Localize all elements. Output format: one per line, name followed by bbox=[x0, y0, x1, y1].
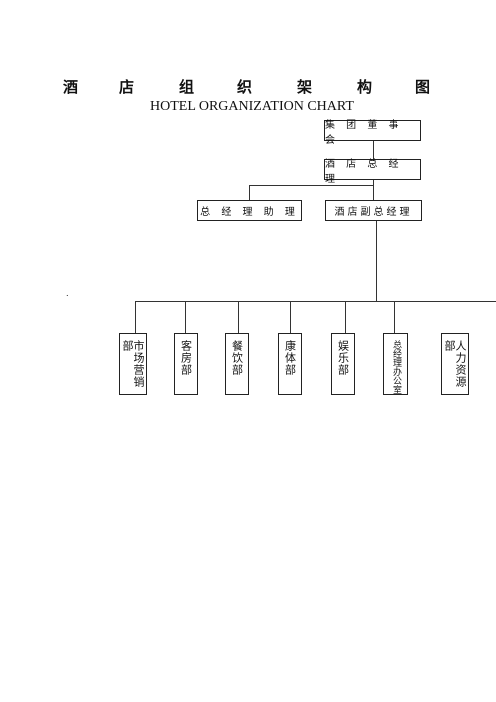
stray-dot: . bbox=[66, 289, 69, 298]
dept-gm-office-box: 总经理办公室 bbox=[383, 333, 408, 395]
dept-rooms-label: 客房部 bbox=[179, 340, 193, 376]
dept-food-beverage-label: 餐饮部 bbox=[230, 340, 244, 376]
board-of-directors-box: 集 团 董 事 会 bbox=[324, 120, 421, 146]
assistant-gm-box: 总 经 理 助 理 bbox=[197, 200, 302, 221]
drop-dept-4 bbox=[290, 301, 291, 333]
drop-dept-6 bbox=[394, 301, 395, 333]
connector-gm-assistant-v bbox=[249, 185, 250, 200]
connector-deputy-bus bbox=[376, 221, 377, 301]
title-char-5: 架 bbox=[297, 78, 313, 96]
title-char-2: 店 bbox=[119, 78, 135, 96]
dept-food-beverage-box: 餐饮部 bbox=[225, 333, 249, 395]
dept-entertainment-box: 娱乐部 bbox=[331, 333, 355, 395]
dept-marketing-label: 市场营销部 bbox=[121, 340, 145, 388]
deputy-gm-box: 酒店副总经理 bbox=[325, 200, 422, 221]
drop-dept-3 bbox=[238, 301, 239, 333]
title-char-7: 图 bbox=[415, 78, 431, 96]
drop-dept-1 bbox=[135, 301, 136, 333]
dept-entertainment-label: 娱乐部 bbox=[336, 340, 350, 376]
title-char-6: 构 bbox=[357, 78, 373, 96]
department-bus-line bbox=[135, 301, 496, 302]
dept-rooms-box: 客房部 bbox=[174, 333, 198, 395]
chart-subtitle: HOTEL ORGANIZATION CHART bbox=[150, 99, 354, 114]
title-char-1: 酒 bbox=[63, 78, 79, 96]
connector-gm-down bbox=[373, 180, 374, 200]
dept-hr-label: 人力资源部 bbox=[443, 340, 467, 388]
general-manager-box: 酒 店 总 经 理 bbox=[324, 159, 421, 185]
connector-board-gm bbox=[373, 141, 374, 159]
dept-gm-office-label: 总经理办公室 bbox=[391, 340, 401, 394]
dept-fitness-label: 康体部 bbox=[283, 340, 297, 376]
title-char-4: 织 bbox=[237, 78, 253, 96]
dept-fitness-box: 康体部 bbox=[278, 333, 302, 395]
drop-dept-5 bbox=[345, 301, 346, 333]
dept-marketing-box: 市场营销部 bbox=[119, 333, 147, 395]
dept-hr-box: 人力资源部 bbox=[441, 333, 469, 395]
title-char-3: 组 bbox=[179, 78, 195, 96]
connector-gm-assistant-h bbox=[249, 185, 374, 186]
drop-dept-2 bbox=[185, 301, 186, 333]
